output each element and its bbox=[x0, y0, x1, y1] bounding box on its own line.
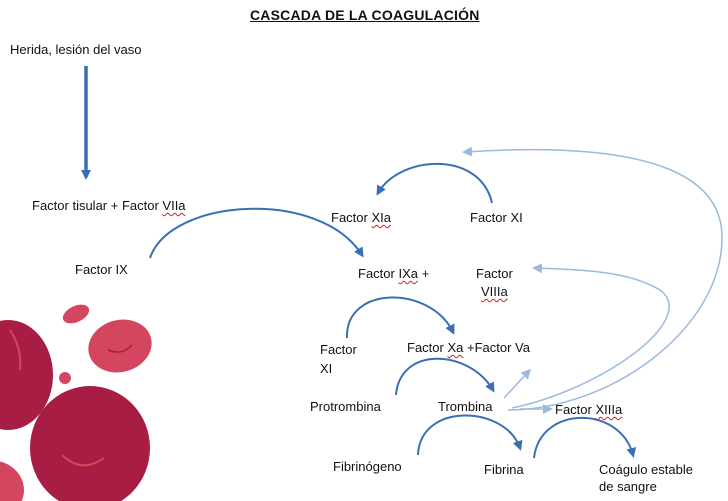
feedback-trombina-to-factor-va bbox=[503, 368, 532, 399]
node-factor-ixa-text: Factor bbox=[358, 266, 399, 281]
node-factor-tisular-text: Factor tisular + Factor bbox=[32, 198, 163, 213]
node-fibrina: Fibrina bbox=[484, 462, 524, 477]
node-coagulo-line2: de sangre bbox=[599, 479, 657, 494]
feedback-trombina-to-factor-xi bbox=[462, 146, 723, 411]
arrow-factor-ix-to-ixa bbox=[149, 207, 364, 259]
node-herida: Herida, lesión del vaso bbox=[10, 42, 142, 57]
node-factor-xa-suffix: +Factor Va bbox=[463, 340, 530, 355]
blood-cell-medium-highlight bbox=[107, 344, 133, 353]
node-fibrinogeno: Fibrinógeno bbox=[333, 459, 402, 474]
arrow-fibrina-to-coagulo bbox=[533, 416, 637, 459]
node-factor-xi-top: Factor XI bbox=[470, 210, 523, 225]
node-factor-tisular: Factor tisular + Factor VIIa bbox=[32, 198, 186, 213]
arrow-protrombina-to-trombina bbox=[395, 357, 495, 396]
blood-cell-medium bbox=[88, 319, 152, 373]
node-factor-xa-code: Xa bbox=[447, 340, 464, 355]
node-factor-xiiia: Factor XIIIa bbox=[555, 402, 622, 417]
blood-cells-decoration bbox=[0, 304, 152, 501]
node-protrombina: Protrombina bbox=[310, 399, 381, 414]
node-factor-xia-text: Factor bbox=[331, 210, 372, 225]
node-factor-ixa-plus: + bbox=[417, 266, 430, 281]
node-factor-xia: Factor XIa bbox=[331, 210, 391, 225]
arrow-factor-xi-to-xia bbox=[376, 162, 493, 204]
node-factor-xa: Factor Xa +Factor Va bbox=[407, 340, 530, 355]
node-factor-viiia-line2: VIIIa bbox=[481, 284, 508, 299]
blood-cell-left-highlight bbox=[9, 329, 22, 371]
node-factor-xi-left-line2: XI bbox=[320, 361, 333, 376]
node-factor-xiiia-text: Factor bbox=[555, 402, 596, 417]
blood-cell-large bbox=[30, 386, 150, 501]
blood-cell-small bbox=[62, 304, 90, 324]
node-factor-ix: Factor IX bbox=[75, 262, 128, 277]
node-coagulo-line1: Coágulo estable bbox=[599, 462, 693, 477]
node-coagulo: Coágulo estable de sangre bbox=[599, 461, 693, 495]
blood-cell-left bbox=[0, 320, 53, 430]
node-factor-xa-text: Factor bbox=[407, 340, 448, 355]
node-factor-tisular-viia: VIIa bbox=[162, 198, 186, 213]
page-title: CASCADA DE LA COAGULACIÓN bbox=[250, 7, 480, 23]
arrow-fibrinogeno-to-fibrina bbox=[417, 414, 523, 456]
blood-cell-dot bbox=[59, 372, 71, 384]
node-factor-xi-left-line1: Factor bbox=[320, 342, 357, 357]
node-factor-viiia-line1: Factor bbox=[476, 266, 513, 281]
node-factor-ixa-code: IXa bbox=[398, 266, 418, 281]
node-factor-xia-code: XIa bbox=[371, 210, 391, 225]
blood-cell-large-highlight bbox=[61, 454, 105, 467]
node-herida-text: Herida, lesión del vaso bbox=[10, 42, 142, 57]
arrow-factor-xi-to-xa bbox=[345, 296, 455, 339]
feedback-trombina-to-factor-viiia bbox=[511, 263, 670, 409]
node-factor-ixa: Factor IXa + bbox=[358, 266, 429, 281]
node-trombina: Trombina bbox=[438, 399, 493, 414]
node-factor-xiiia-code: XIIIa bbox=[595, 402, 623, 417]
blood-cell-bottom-left bbox=[0, 461, 24, 501]
